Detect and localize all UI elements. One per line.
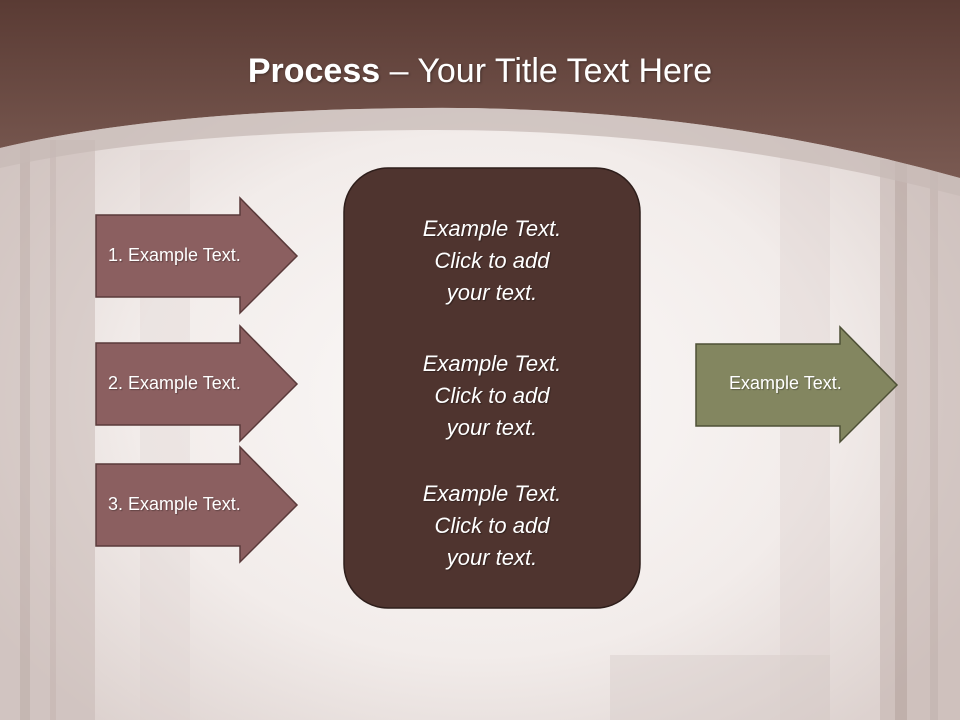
curtain-texture	[0, 140, 960, 720]
output-arrow	[695, 325, 899, 444]
input-arrow-1	[95, 196, 299, 315]
output-arrow-label[interactable]: Example Text.	[729, 373, 842, 393]
center-text-block-3[interactable]: Example Text. Click to add your text.	[345, 478, 639, 574]
title-separator: –	[380, 52, 418, 90]
center-text-block-1[interactable]: Example Text. Click to add your text.	[345, 213, 639, 309]
center-text-line: your text.	[446, 545, 538, 570]
input-arrow-3-label[interactable]: 3. Example Text.	[108, 494, 241, 514]
title-rest: Your Title Text Here	[417, 52, 713, 90]
center-text-line: Click to add	[434, 248, 550, 273]
input-arrow-2	[95, 324, 299, 443]
center-text-line: Click to add	[434, 383, 550, 408]
title-bold: Process	[247, 52, 381, 90]
center-text-line: Click to add	[434, 513, 550, 538]
center-box	[343, 167, 641, 609]
center-text-line: your text.	[446, 280, 538, 305]
center-text-line: Example Text.	[422, 351, 562, 376]
center-text-block-2[interactable]: Example Text. Click to add your text.	[345, 348, 639, 444]
input-arrow-3	[95, 445, 299, 564]
center-text-line: your text.	[446, 415, 538, 440]
header-band	[0, 0, 960, 178]
header-curve-highlight	[0, 107, 960, 196]
center-text-line: Example Text.	[422, 216, 562, 241]
input-arrow-2-label[interactable]: 2. Example Text.	[108, 373, 241, 393]
slide-title[interactable]: Process – Your Title Text Here	[0, 52, 960, 91]
center-text-line: Example Text.	[422, 481, 562, 506]
input-arrow-1-label[interactable]: 1. Example Text.	[108, 245, 241, 265]
